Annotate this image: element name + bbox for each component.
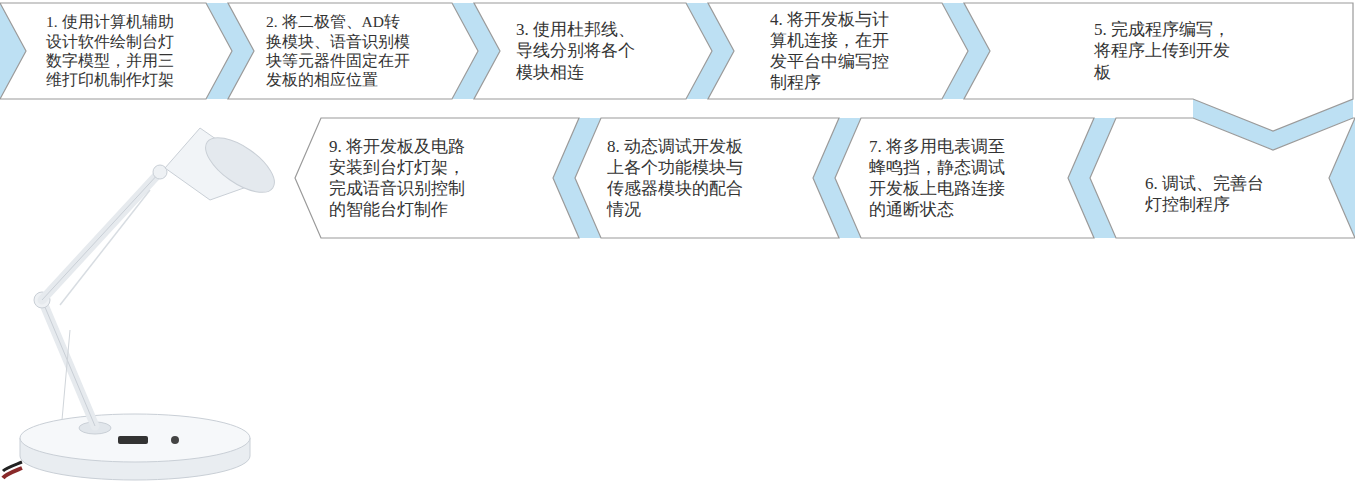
process-step: 9. 将开发板及电路安装到台灯灯架，完成语音识别控制的智能台灯制作	[295, 118, 579, 238]
chevron-outline	[295, 118, 579, 238]
chevron-outline	[835, 118, 1094, 238]
chevron-outline	[964, 3, 1353, 131]
step-text: 5. 完成程序编写，将程序上传到开发板	[1094, 19, 1236, 83]
step-text: 9. 将开发板及电路安装到台灯灯架，完成语音识别控制的智能台灯制作	[329, 136, 473, 221]
process-step: 3. 使用杜邦线、导线分别将各个模块相连	[474, 3, 712, 99]
chevron-outline	[295, 118, 579, 238]
process-step: 5. 完成程序编写，将程序上传到开发板	[964, 3, 1353, 131]
chevron-outline	[835, 118, 1094, 238]
step-text: 7. 将多用电表调至蜂鸣挡，静态调试开发板上电路连接的通断状态	[869, 136, 1011, 221]
process-step: 7. 将多用电表调至蜂鸣挡，静态调试开发板上电路连接的通断状态	[835, 118, 1094, 238]
step-text: 1. 使用计算机辅助设计软件绘制台灯数字模型，并用三维打印机制作灯架	[46, 12, 174, 90]
step-text: 8. 动态调试开发板上各个功能模块与传感器模块的配合情况	[607, 136, 749, 221]
step-text: 4. 将开发板与计算机连接，在开发平台中编写控制程序	[770, 9, 898, 94]
chevron-outline	[575, 118, 839, 238]
lamp-illustration	[3, 127, 283, 480]
process-step: 1. 使用计算机辅助设计软件绘制台灯数字模型，并用三维打印机制作灯架	[0, 3, 232, 99]
chevron-outline	[575, 118, 839, 238]
chevron-outline	[0, 3, 232, 99]
chevron-outline	[228, 3, 478, 99]
process-step: 6. 调试、完善台灯控制程序	[1090, 118, 1355, 238]
chevron-outline	[474, 3, 712, 99]
step-text: 6. 调试、完善台灯控制程序	[1145, 173, 1271, 216]
step-text: 3. 使用杜邦线、导线分别将各个模块相连	[516, 19, 642, 83]
process-step: 8. 动态调试开发板上各个功能模块与传感器模块的配合情况	[575, 118, 839, 238]
process-step: 2. 将二极管、AD转换模块、语音识别模块等元器件固定在开发板的相应位置	[228, 3, 478, 99]
chevron-outline	[1090, 118, 1355, 238]
process-step: 4. 将开发板与计算机连接，在开发平台中编写控制程序	[708, 3, 968, 99]
step-text: 2. 将二极管、AD转换模块、语音识别模块等元器件固定在开发板的相应位置	[266, 12, 412, 90]
chevron-outline	[708, 3, 968, 99]
